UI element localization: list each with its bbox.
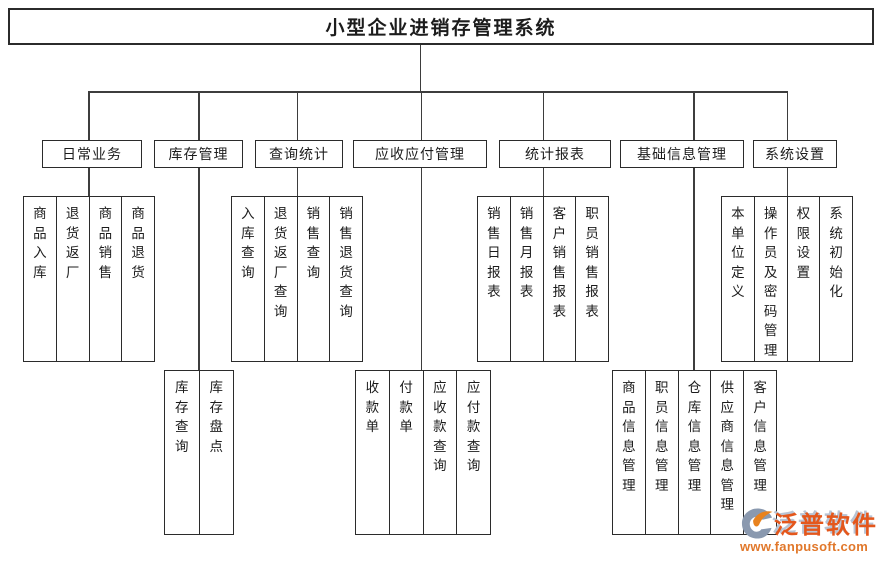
tree-leaf: 客户信息管理 [744,371,776,534]
leaf-label: 商品入库 [33,206,47,280]
leaf-label: 应付款查询 [466,380,481,473]
leaf-group-query-stats: 入库查询 退货返厂查询 销售查询 销售退货查询 [231,196,363,362]
tree-leaf: 客户销售报表 [544,197,577,361]
connector-main-rail [88,91,788,93]
leaf-label: 客户销售报表 [552,206,567,319]
tree-leaf: 收款单 [356,371,390,534]
tree-leaf: 职员信息管理 [646,371,679,534]
connector-root-drop [419,45,421,91]
leaf-label: 入库查询 [241,206,255,280]
tree-leaf: 商品信息管理 [613,371,646,534]
leaf-group-receivable-payable: 收款单 付款单 应收款查询 应付款查询 [355,370,491,535]
leaf-label: 商品信息管理 [622,380,636,493]
tree-leaf: 权限设置 [788,197,821,361]
watermark-brand: 泛普软件 [774,512,878,539]
branch-box-statistic-reports: 统计报表 [499,140,611,168]
tree-leaf: 销售日报表 [478,197,511,361]
leaf-label: 商品销售 [98,206,113,280]
leaf-label: 库存盘点 [209,380,224,454]
branch-label: 应收应付管理 [375,148,465,163]
watermark-url: www.fanpusoft.com [740,539,869,554]
tree-leaf: 付款单 [390,371,424,534]
branch-box-inventory-mgmt: 库存管理 [154,140,243,168]
branch-label: 日常业务 [62,148,122,163]
tree-leaf: 商品退货 [122,197,154,361]
leaf-label: 客户信息管理 [753,380,767,493]
leaf-label: 供应商信息管理 [720,380,735,512]
leaf-label: 销售月报表 [519,206,534,299]
tree-leaf: 销售查询 [298,197,331,361]
tree-leaf: 商品入库 [24,197,57,361]
leaf-group-system-settings: 本单位定义 操作员及密码管理 权限设置 系统初始化 [721,196,853,362]
leaf-group-inventory-mgmt: 库存查询 库存盘点 [164,370,234,535]
tree-leaf: 操作员及密码管理 [755,197,788,361]
leaf-label: 应收款查询 [433,380,447,473]
tree-leaf: 销售退货查询 [330,197,362,361]
tree-leaf: 供应商信息管理 [711,371,745,534]
leaf-group-daily-business: 商品入库 退货返厂 商品销售 商品退货 [23,196,155,362]
leaf-label: 销售日报表 [487,206,501,299]
branch-box-receivable-payable: 应收应付管理 [353,140,487,168]
leaf-group-basic-info-mgmt: 商品信息管理 职员信息管理 仓库信息管理 供应商信息管理 客户信息管理 [612,370,777,535]
leaf-label: 销售查询 [306,206,321,280]
root-title-box: 小型企业进销存管理系统 [8,8,874,45]
tree-leaf: 系统初始化 [820,197,852,361]
connector-branch-6 [693,91,695,370]
leaf-label: 商品退货 [131,206,145,280]
tree-leaf: 入库查询 [232,197,265,361]
leaf-label: 职员销售报表 [585,206,599,319]
tree-leaf: 本单位定义 [722,197,755,361]
leaf-label: 权限设置 [796,206,811,280]
leaf-label: 操作员及密码管理 [763,206,778,358]
leaf-group-statistic-reports: 销售日报表 销售月报表 客户销售报表 职员销售报表 [477,196,609,362]
tree-leaf: 应付款查询 [457,371,490,534]
branch-label: 统计报表 [525,148,585,163]
tree-leaf: 库存盘点 [200,371,234,534]
tree-leaf: 职员销售报表 [576,197,608,361]
leaf-label: 系统初始化 [829,206,843,299]
leaf-label: 仓库信息管理 [687,380,702,493]
page-title: 小型企业进销存管理系统 [325,18,557,39]
leaf-label: 退货返厂 [65,206,80,280]
leaf-label: 收款单 [365,380,380,434]
tree-leaf: 退货返厂 [57,197,90,361]
branch-box-query-stats: 查询统计 [255,140,343,168]
branch-box-daily-business: 日常业务 [42,140,142,168]
leaf-label: 付款单 [399,380,413,434]
branch-label: 查询统计 [269,148,329,163]
connector-branch-2 [198,91,200,370]
branch-label: 基础信息管理 [637,148,727,163]
branch-box-basic-info-mgmt: 基础信息管理 [620,140,744,168]
tree-leaf: 退货返厂查询 [265,197,298,361]
branch-label: 库存管理 [168,148,229,163]
tree-leaf: 商品销售 [90,197,123,361]
leaf-label: 本单位定义 [731,206,745,299]
branch-label: 系统设置 [765,148,825,163]
leaf-label: 职员信息管理 [654,380,669,493]
tree-leaf: 应收款查询 [424,371,458,534]
tree-leaf: 库存查询 [165,371,200,534]
branch-box-system-settings: 系统设置 [753,140,837,168]
tree-leaf: 仓库信息管理 [679,371,712,534]
connector-branch-4 [420,91,422,370]
leaf-label: 退货返厂查询 [273,206,288,319]
tree-leaf: 销售月报表 [511,197,544,361]
leaf-label: 库存查询 [175,380,189,454]
fanpu-logo-icon [740,506,773,540]
leaf-label: 销售退货查询 [339,206,353,319]
watermark: 泛普软件 www.fanpusoft.com [740,505,878,554]
